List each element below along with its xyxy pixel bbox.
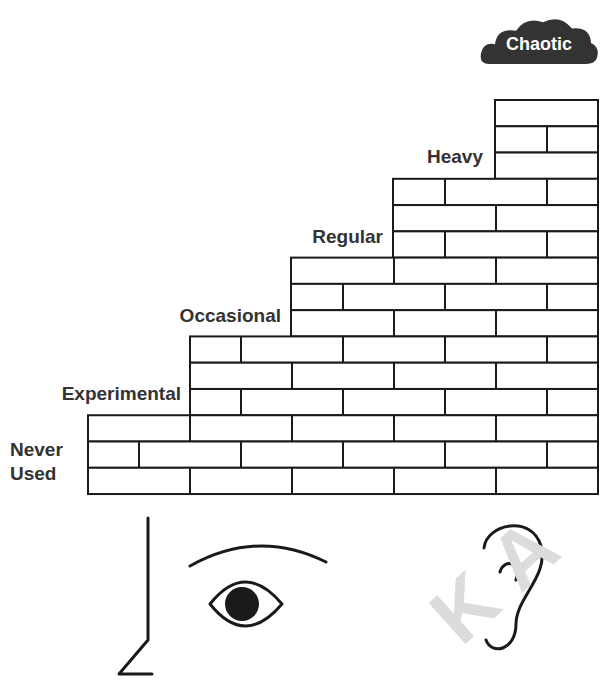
brick-row	[393, 179, 598, 205]
brick-row	[393, 231, 598, 257]
brick-joint	[291, 363, 293, 389]
brick-joint	[342, 389, 344, 415]
brick-row	[495, 126, 598, 152]
brick-wall	[88, 100, 598, 494]
brick-joint	[546, 231, 548, 257]
brick-joint	[291, 415, 293, 441]
brick-joint	[495, 468, 497, 494]
brick-joint	[546, 389, 548, 415]
brick-joint	[189, 468, 191, 494]
brick-joint	[342, 284, 344, 310]
nose-line	[119, 518, 152, 674]
brick-joint	[546, 336, 548, 362]
brick-row	[393, 205, 598, 231]
level-label: Occasional	[180, 304, 281, 328]
eyebrow-line	[190, 546, 326, 566]
brick-joint	[291, 468, 293, 494]
brick-joint	[444, 442, 446, 468]
brick-joint	[444, 231, 446, 257]
brick-row	[495, 100, 598, 126]
brick-joint	[546, 284, 548, 310]
level-label: Never Used	[10, 438, 88, 486]
brick-row	[190, 336, 598, 362]
eye-pupil	[225, 587, 259, 621]
brick-joint	[393, 468, 395, 494]
brick-row	[291, 284, 598, 310]
brick-row	[190, 363, 598, 389]
brick-row	[291, 258, 598, 284]
brick-joint	[444, 284, 446, 310]
brick-row	[495, 153, 598, 179]
level-label: Regular	[312, 225, 383, 249]
brick-row	[88, 442, 598, 468]
brick-joint	[393, 363, 395, 389]
brick-row	[88, 415, 598, 441]
brick-joint	[393, 415, 395, 441]
brick-joint	[240, 442, 242, 468]
cloud-node: Chaotic	[479, 14, 599, 66]
brick-joint	[495, 205, 497, 231]
level-label: Heavy	[427, 145, 483, 169]
brick-joint	[444, 336, 446, 362]
brick-row	[291, 310, 598, 336]
level-label: Experimental	[62, 382, 181, 406]
brick-joint	[342, 336, 344, 362]
brick-joint	[444, 389, 446, 415]
brick-joint	[240, 389, 242, 415]
eye-outline	[210, 582, 282, 626]
watermark: KA	[417, 491, 589, 657]
brick-joint	[138, 442, 140, 468]
brick-joint	[495, 363, 497, 389]
brick-joint	[495, 415, 497, 441]
level-label: Chaotic	[479, 34, 599, 56]
brick-joint	[393, 258, 395, 284]
brick-row	[88, 468, 598, 494]
brick-joint	[495, 258, 497, 284]
brick-joint	[189, 415, 191, 441]
brick-joint	[546, 179, 548, 205]
brick-row	[190, 389, 598, 415]
brick-joint	[495, 310, 497, 336]
brick-joint	[546, 442, 548, 468]
brick-joint	[444, 179, 446, 205]
brick-joint	[240, 336, 242, 362]
brick-joint	[342, 442, 344, 468]
brick-joint	[393, 310, 395, 336]
brick-joint	[546, 126, 548, 152]
